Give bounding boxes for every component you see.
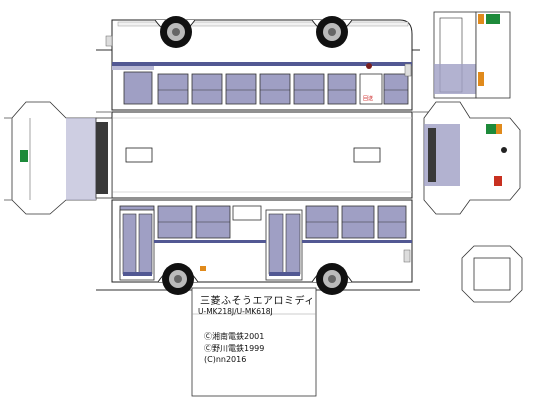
- bus-left-side-panel: 回送: [96, 16, 420, 111]
- copyright-line-1: Ⓒ湘南電鉄2001: [204, 332, 265, 341]
- model-info-label: 三菱ふそうエアロミディ U-MK218J/U-MK618J Ⓒ湘南電鉄2001 …: [192, 288, 316, 396]
- model-code: U-MK218J/U-MK618J: [198, 307, 273, 316]
- bus-roof-panel: [96, 111, 430, 199]
- front-door: [119, 209, 155, 281]
- bus-front-end-panel: [423, 11, 521, 215]
- tire-icon: [160, 16, 192, 48]
- folding-base-piece: [461, 245, 523, 303]
- label-tab: [191, 287, 317, 397]
- tire-icon: [162, 263, 194, 295]
- bus-right-side-panel: [96, 199, 420, 295]
- copyright-line-3: (C)nn2016: [204, 355, 247, 364]
- tire-icon: [316, 16, 348, 48]
- tire-icon: [316, 263, 348, 295]
- left-side-windows: [123, 71, 409, 105]
- model-name: 三菱ふそうエアロミディ: [200, 296, 315, 307]
- middle-door: [265, 209, 303, 281]
- route-display: 回送: [363, 95, 373, 102]
- bus-rear-end-panel: [4, 101, 113, 215]
- copyright-line-2: Ⓒ野川電鉄1999: [204, 344, 265, 353]
